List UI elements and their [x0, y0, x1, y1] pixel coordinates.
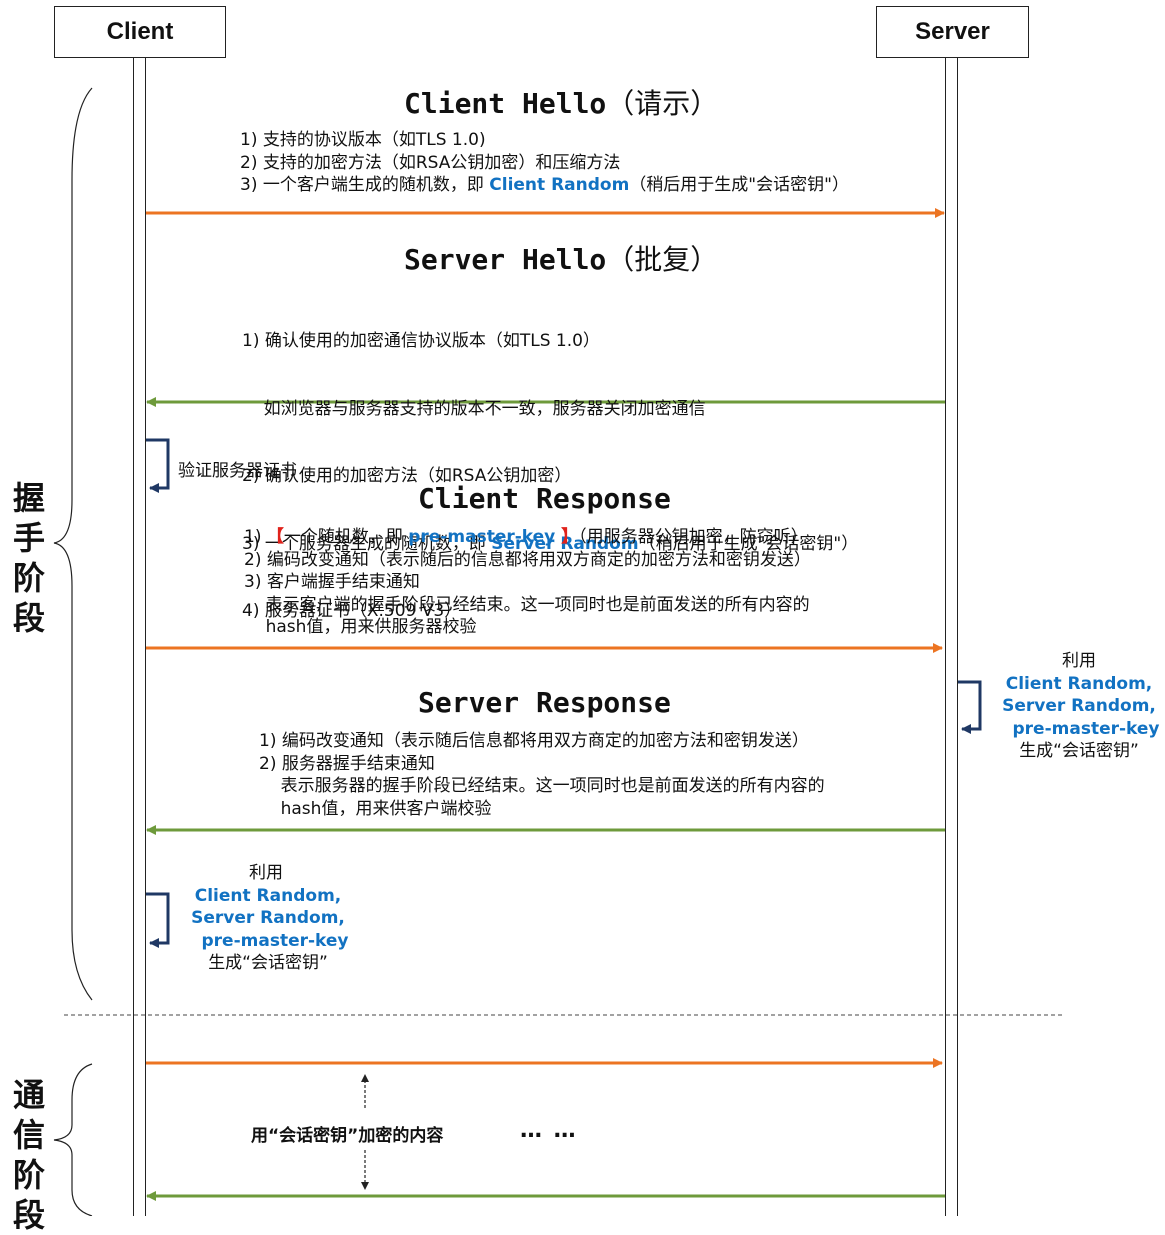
note-line: 利用	[249, 863, 283, 883]
client-response-line: 2) 编码改变通知（表示随后的信息都将用双方商定的加密方法和密钥发送）	[244, 549, 811, 570]
line-prefix: 3) 一个服务器生成的随机数，即	[242, 533, 492, 554]
client-response-line: 1) 【一个随机数，即 pre-master-key 】（用服务器公钥加密，防窃…	[244, 526, 811, 549]
client-hello-line: 1) 支持的协议版本（如TLS 1.0)	[240, 130, 486, 150]
client-response-title-code: Client Response	[418, 482, 671, 515]
encrypted-content-label: 用“会话密钥”加密的内容	[251, 1126, 444, 1146]
server-hello-line: 2) 确认使用的加密方法（如RSA公钥加密）	[242, 466, 572, 486]
client-hello-details: 1) 支持的协议版本（如TLS 1.0) 2) 支持的加密方法（如RSA公钥加密…	[240, 129, 849, 197]
server-hello-line: 4) 服务器证书（X.509 V3）	[242, 601, 462, 621]
client-response-line: 3) 客户端握手结束通知	[244, 572, 420, 592]
communication-brace	[53, 1063, 93, 1216]
ellipsis: … …	[520, 1118, 578, 1143]
phase-char: 信	[12, 1116, 45, 1154]
server-actor-box: Server	[876, 6, 1029, 58]
server-hello-line: 3) 一个服务器生成的随机数，即 Server Random（稍后用于生成"会话…	[242, 533, 858, 556]
server-response-title: Server Response	[418, 686, 671, 719]
client-response-line: hash值，用来供服务器校验	[244, 617, 477, 637]
client-self-arrow	[146, 892, 170, 948]
server-hello-line: 1) 确认使用的加密通信协议版本（如TLS 1.0）	[242, 331, 600, 351]
server-hello-line: 如浏览器与服务器支持的版本不一致，服务器关闭加密通信	[242, 398, 706, 419]
communication-phase-label: 通 信 阶 段	[9, 1075, 49, 1235]
note-line: 利用	[1062, 651, 1096, 671]
note-line: 生成“会话密钥”	[1019, 741, 1139, 761]
server-response-line: hash值，用来供客户端校验	[259, 798, 492, 819]
server-actor-label: Server	[915, 18, 990, 45]
line-mid: 一个随机数，即	[283, 527, 409, 547]
note-server-random: Server Random,	[191, 908, 345, 928]
server-hello-title-code: Server Hello	[404, 243, 607, 276]
client-response-details: 1) 【一个随机数，即 pre-master-key 】（用服务器公钥加密，防窃…	[244, 526, 811, 639]
server-hello-title-cn: （批复）	[606, 243, 719, 276]
line-suffix: （稍后用于生成"会话密钥"）	[638, 533, 859, 554]
note-pre-master-key: pre-master-key	[1012, 718, 1160, 739]
client-random-highlight: Client Random	[489, 175, 630, 195]
server-self-arrow	[958, 680, 982, 734]
server-random-highlight: Server Random	[491, 533, 639, 554]
bracket-close: 】	[555, 527, 579, 547]
client-key-generation-note: 利用 Client Random, Server Random, pre-mas…	[180, 862, 356, 975]
server-response-title-code: Server Response	[418, 686, 671, 719]
phase-char: 通	[12, 1076, 45, 1114]
note-client-random: Client Random,	[1005, 673, 1153, 694]
client-response-line: 表示客户端的握手阶段已经结束。这一项同时也是前面发送的所有内容的	[244, 594, 810, 615]
client-response-title: Client Response	[418, 482, 671, 515]
phase-char: 段	[12, 599, 45, 637]
client-actor-label: Client	[106, 18, 174, 45]
note-server-random: Server Random,	[1002, 696, 1156, 716]
line-suffix: （稍后用于生成"会话密钥"）	[629, 175, 849, 195]
client-lifeline	[133, 58, 146, 1216]
client-hello-line: 3) 一个客户端生成的随机数，即 Client Random（稍后用于生成"会话…	[240, 174, 849, 197]
server-response-line: 1) 编码改变通知（表示随后信息都将用双方商定的加密方法和密钥发送）	[259, 731, 809, 751]
phase-char: 段	[12, 1196, 45, 1234]
phase-char: 阶	[12, 1156, 45, 1194]
server-response-line: 表示服务器的握手阶段已经结束。这一项同时也是前面发送的所有内容的	[259, 776, 825, 796]
server-lifeline	[945, 58, 958, 1216]
line-prefix: 1)	[244, 527, 267, 547]
phase-char: 阶	[12, 559, 45, 597]
client-hello-title: Client Hello（请示）	[404, 82, 718, 122]
note-client-random: Client Random,	[194, 885, 342, 906]
bracket-open: 【	[266, 527, 284, 547]
client-hello-line: 2) 支持的加密方法（如RSA公钥加密）和压缩方法	[240, 152, 621, 173]
server-response-details: 1) 编码改变通知（表示随后信息都将用双方商定的加密方法和密钥发送） 2) 服务…	[259, 730, 825, 820]
line-suffix: （用服务器公钥加密，防窃听）	[578, 527, 808, 547]
verify-certificate-note: 验证服务器证书	[178, 461, 297, 481]
client-hello-title-code: Client Hello	[404, 87, 607, 120]
pre-master-key-highlight: pre-master-key	[408, 527, 556, 547]
client-hello-title-cn: （请示）	[606, 87, 719, 120]
verify-self-arrow	[146, 438, 170, 493]
server-key-generation-note: 利用 Client Random, Server Random, pre-mas…	[996, 650, 1162, 763]
note-line: 生成“会话密钥”	[208, 953, 328, 973]
line-prefix: 3) 一个客户端生成的随机数，即	[240, 175, 490, 195]
server-hello-details: 1) 确认使用的加密通信协议版本（如TLS 1.0） 如浏览器与服务器支持的版本…	[242, 285, 858, 645]
handshake-brace	[53, 87, 93, 1001]
client-actor-box: Client	[54, 6, 226, 58]
phase-char: 手	[12, 519, 45, 557]
server-response-line: 2) 服务器握手结束通知	[259, 753, 435, 774]
handshake-phase-label: 握 手 阶 段	[9, 478, 49, 638]
server-hello-title: Server Hello（批复）	[404, 238, 718, 278]
phase-char: 握	[12, 479, 45, 517]
note-pre-master-key: pre-master-key	[201, 930, 349, 951]
